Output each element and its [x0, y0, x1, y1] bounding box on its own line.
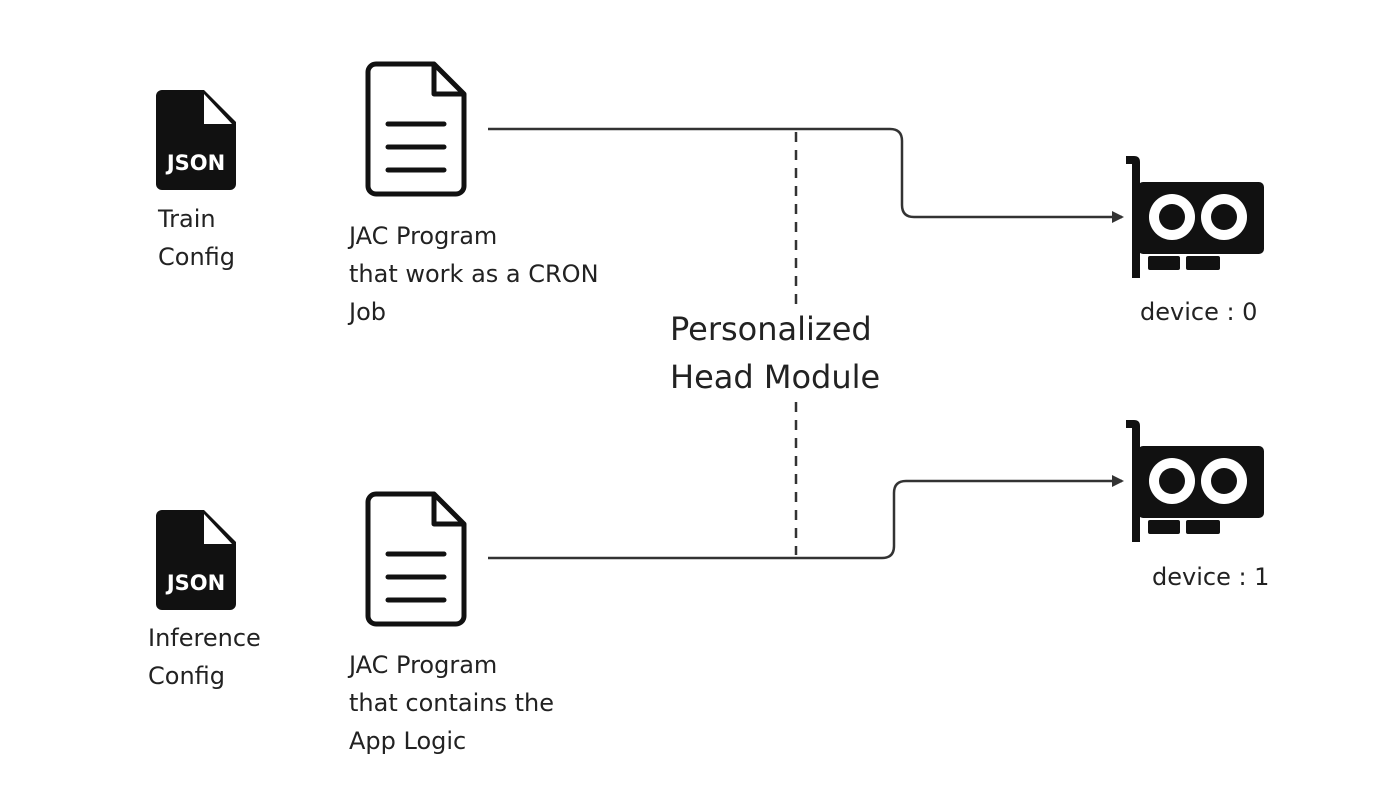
label-line: App Logic	[349, 727, 467, 755]
label-line: that contains the	[349, 689, 554, 717]
label-line: JAC Program	[349, 651, 498, 679]
connector-cron-to-device-0	[488, 127, 1124, 223]
device-1-label: device : 1	[1152, 563, 1270, 591]
document-icon	[365, 491, 467, 627]
inference-config-label: Inference Config	[148, 619, 261, 695]
train-config-label: Train Config	[158, 200, 235, 276]
device-0-label: device : 0	[1140, 298, 1258, 326]
label-line: that work as a CRON	[349, 260, 599, 288]
app-logic-program-label: JAC Program that contains the App Logic	[349, 646, 554, 760]
label-line: Train	[158, 205, 216, 233]
json-file-icon: JSON	[156, 90, 236, 190]
label-line: Job	[349, 298, 386, 326]
gpu-card-icon	[1126, 420, 1264, 542]
json-file-icon: JSON	[156, 510, 236, 610]
connector-app-to-device-1	[488, 475, 1124, 560]
label-line: Head Module	[670, 358, 881, 396]
json-badge-text: JSON	[165, 151, 225, 175]
label-line: Config	[158, 243, 236, 271]
label-line: Config	[148, 662, 226, 690]
label-line: JAC Program	[349, 222, 498, 250]
label-line: Inference	[148, 624, 261, 652]
label-line: Personalized	[670, 310, 872, 348]
gpu-card-icon	[1126, 156, 1264, 278]
document-icon	[365, 61, 467, 197]
head-module-label: Personalized Head Module	[670, 305, 880, 401]
cron-program-label: JAC Program that work as a CRON Job	[349, 217, 599, 331]
json-badge-text: JSON	[165, 571, 225, 595]
